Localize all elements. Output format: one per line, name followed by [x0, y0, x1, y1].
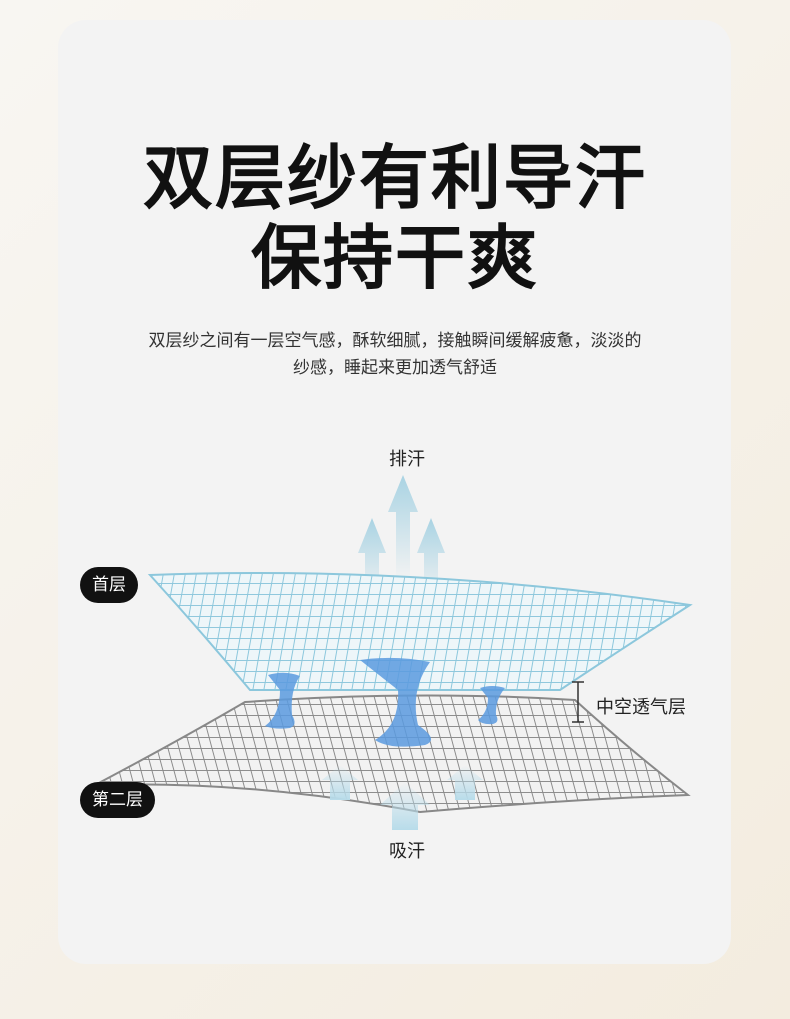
gap-bracket: [572, 681, 584, 723]
second-layer-badge: 第二层: [80, 782, 155, 818]
description-line-1: 双层纱之间有一层空气感，酥软细腻，接触瞬间缓解疲惫，淡淡的: [148, 331, 642, 351]
sweat-absorb-label: 吸汗: [389, 841, 425, 862]
description-line-2: 纱感，睡起来更加透气舒适: [293, 358, 497, 378]
first-layer-badge: 首层: [80, 567, 138, 603]
description: 双层纱之间有一层空气感，酥软细腻，接触瞬间缓解疲惫，淡淡的 纱感，睡起来更加透气…: [0, 328, 790, 382]
headline-line-2: 保持干爽: [251, 217, 539, 299]
first-layer-mesh: [147, 572, 693, 691]
headline-line-1: 双层纱有利导汗: [143, 137, 647, 219]
sweat-droplets: [265, 657, 505, 747]
sweat-release-label: 排汗: [389, 449, 425, 470]
upward-arrows-bottom: [322, 765, 483, 830]
hollow-layer-label: 中空透气层: [596, 697, 686, 718]
